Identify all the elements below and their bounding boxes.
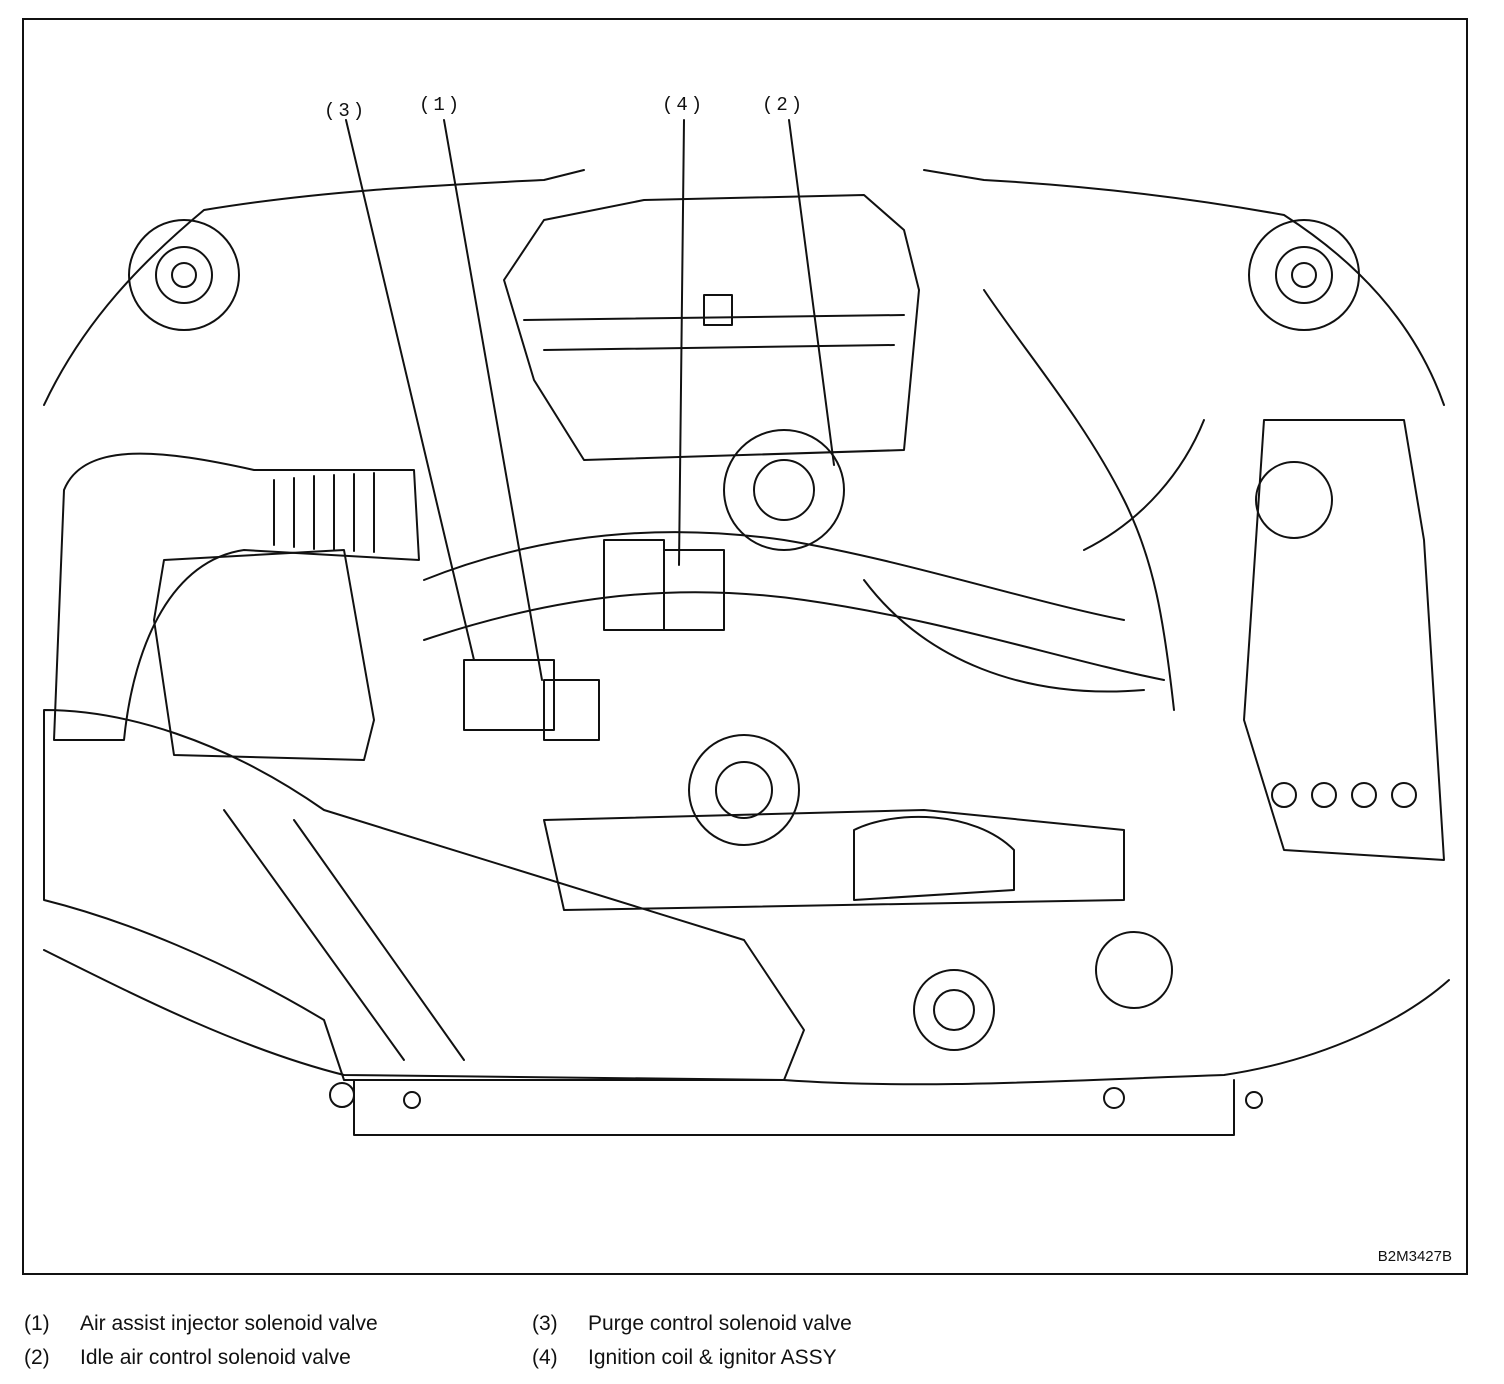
legend-item-1: (1) Air assist injector solenoid valve <box>24 1312 378 1336</box>
callout-4: (4) <box>662 94 706 116</box>
legend-item-3: (3) Purge control solenoid valve <box>532 1312 852 1336</box>
legend-item-4: (4) Ignition coil & ignitor ASSY <box>532 1346 837 1370</box>
callout-3: (3) <box>324 100 368 122</box>
legend-number: (1) <box>24 1312 50 1335</box>
callout-1: (1) <box>419 94 463 116</box>
legend-label: Ignition coil & ignitor ASSY <box>588 1346 837 1369</box>
legend-label: Air assist injector solenoid valve <box>80 1312 378 1335</box>
legend-label: Idle air control solenoid valve <box>80 1346 351 1369</box>
legend-label: Purge control solenoid valve <box>588 1312 852 1335</box>
engine-compartment-drawing <box>43 119 1450 1136</box>
legend-item-2: (2) Idle air control solenoid valve <box>24 1346 351 1370</box>
figure-code: B2M3427B <box>1377 1248 1452 1265</box>
figure-frame: (3) (1) (4) (2) B2M3427B <box>22 18 1468 1275</box>
callout-2: (2) <box>762 94 806 116</box>
legend-number: (4) <box>532 1346 558 1369</box>
legend-number: (3) <box>532 1312 558 1335</box>
legend-number: (2) <box>24 1346 50 1369</box>
